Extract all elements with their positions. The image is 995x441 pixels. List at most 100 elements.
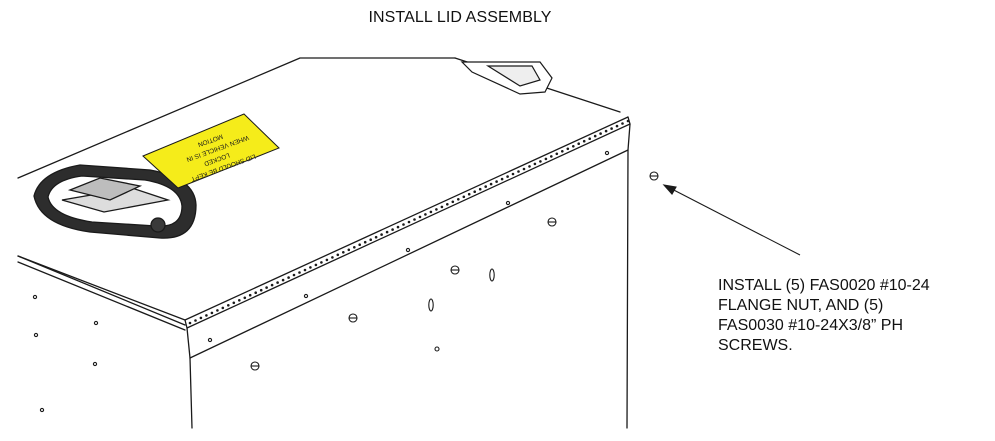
rear-latch [460, 61, 553, 95]
perforation-dot [462, 195, 466, 199]
perforation-dot [555, 152, 559, 156]
hinge-perforations [188, 119, 630, 325]
perforation-dot [604, 129, 608, 133]
perforation-dot [473, 190, 477, 193]
perforation-dot [495, 180, 498, 183]
perforation-dot [281, 278, 285, 282]
panel-holes [32, 150, 610, 413]
left-wall-edge [17, 255, 186, 326]
perforation-dot [287, 276, 290, 279]
perforation-dot [522, 167, 526, 171]
perforation-dot [374, 235, 378, 239]
perforation-dot [331, 256, 334, 259]
perforation-dot [248, 293, 252, 297]
perforation-dot [511, 172, 515, 176]
perforation-dot [593, 134, 597, 138]
perforation-dot [227, 304, 230, 307]
screw-icon [547, 217, 557, 227]
perforation-dot [298, 271, 301, 274]
perforation-dot [550, 155, 553, 158]
perforation-dot [478, 187, 482, 191]
perforation-dot [489, 182, 493, 186]
diagram-title: INSTALL LID ASSEMBLY [368, 9, 552, 26]
perforation-dot [243, 296, 247, 300]
perforation-dot [610, 127, 613, 130]
perforation-dot [238, 299, 241, 302]
screw-icon [649, 171, 659, 181]
perforation-dot [572, 145, 575, 148]
perforation-dot [418, 215, 422, 219]
perforation-dot [424, 213, 427, 216]
perforation-dot [391, 228, 394, 231]
perforation-dot [544, 157, 548, 161]
perforation-dot [380, 233, 383, 236]
right-wall-edge [626, 149, 629, 429]
screw-icon [250, 361, 260, 371]
perforation-dot [615, 124, 619, 128]
perforation-dot [216, 309, 219, 312]
perforation-dot [429, 210, 433, 214]
perforation-dot [336, 253, 340, 257]
perforation-dot [435, 208, 438, 211]
perforation-dot [566, 147, 570, 151]
instruction-line: INSTALL (5) FAS0020 #10-24 [718, 277, 930, 294]
perforation-dot [221, 306, 225, 310]
perforation-dot [320, 261, 323, 264]
lid-top-left-edge [17, 57, 456, 179]
perforation-dot [440, 205, 444, 209]
perforation-dot [265, 286, 268, 289]
perforation-dot [446, 203, 449, 206]
perforation-dot [205, 314, 208, 317]
perforation-dot [309, 266, 312, 269]
perforation-dot [188, 321, 192, 325]
install-instruction: INSTALL (5) FAS0020 #10-24 FLANGE NUT, A… [718, 276, 988, 356]
perforation-dot [369, 238, 373, 241]
perforation-dot [588, 137, 591, 140]
screw-icon [348, 313, 358, 323]
perforation-dot [582, 139, 586, 143]
perforation-dot [457, 198, 460, 201]
perforation-dot [270, 283, 274, 287]
callout-arrow [662, 184, 801, 256]
perforation-dot [199, 316, 203, 320]
perforation-dot [259, 288, 263, 292]
perforation-dot [626, 119, 630, 123]
instruction-line: FLANGE NUT, AND (5) [718, 297, 884, 314]
instruction-line: FAS0030 #10-24X3/8” PH [718, 317, 904, 334]
perforation-dot [577, 142, 580, 145]
perforation-dot [194, 319, 197, 322]
perforation-dot [407, 220, 411, 224]
perforation-dot [528, 165, 531, 168]
perforation-dot [561, 150, 564, 153]
perforation-dot [254, 291, 257, 295]
front-flange [186, 123, 631, 359]
perforation-dot [413, 218, 416, 221]
perforation-dot [500, 177, 504, 181]
perforation-dot [210, 311, 214, 315]
perforation-dot [342, 251, 345, 254]
perforation-dot [353, 246, 356, 249]
perforation-dot [484, 185, 488, 188]
perforation-dot [599, 132, 602, 135]
corner-edge [189, 357, 193, 429]
perforation-dot [621, 122, 624, 125]
perforation-dot [396, 225, 400, 229]
instruction-line: SCREWS. [718, 337, 793, 354]
perforation-dot [506, 175, 509, 178]
perforation-dot [363, 240, 367, 244]
perforation-dot [451, 200, 455, 204]
perforation-dot [303, 268, 307, 272]
lid-handle [33, 164, 197, 239]
perforation-dot [467, 192, 471, 196]
perforation-dot [517, 170, 520, 173]
screw-icon [450, 265, 460, 275]
perforation-dot [402, 223, 405, 226]
perforation-dot [276, 281, 279, 284]
screw-heads [250, 171, 659, 371]
perforation-dot [325, 258, 329, 262]
perforation-dot [358, 243, 362, 246]
perforation-dot [347, 248, 351, 252]
perforation-dot [385, 230, 389, 234]
perforation-dot [292, 273, 296, 277]
